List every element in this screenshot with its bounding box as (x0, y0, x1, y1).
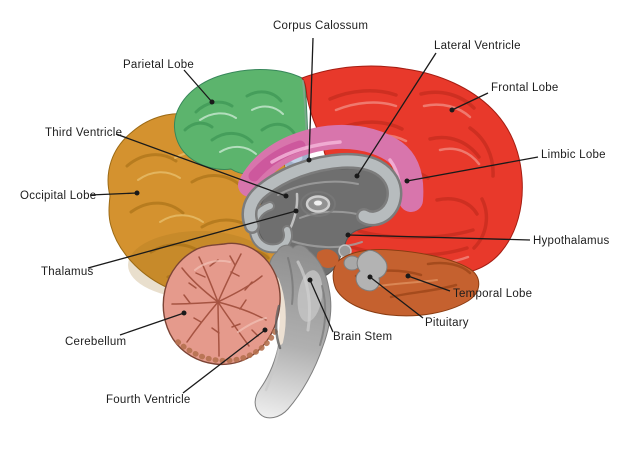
cerebellum-highlights (194, 259, 267, 333)
label-corpus-calossum: Corpus Calossum (273, 20, 369, 32)
leader-dot-lateral-ventricle (354, 173, 360, 179)
leader-line-thalamus (87, 210, 297, 269)
label-parietal-lobe: Parietal Lobe (123, 59, 195, 71)
thalamus-outline (300, 191, 336, 217)
region-brain-stem (254, 244, 332, 419)
leader-dot-parietal-lobe (209, 99, 215, 105)
parietal-gyri-highlights (199, 105, 284, 155)
leader-line-cerebellum (119, 312, 185, 336)
leader-line-hypothalamus (347, 234, 531, 241)
leader-line-occipital-lobe (89, 192, 138, 196)
leader-dot-pituitary (367, 274, 373, 280)
leader-line-lateral-ventricle (356, 52, 437, 177)
label-hypothalamus: Hypothalamus (533, 235, 610, 247)
fourth-ventricle-crevice (274, 304, 282, 350)
pituitary-gland (355, 249, 388, 292)
leader-dot-temporal-lobe (405, 273, 411, 279)
leader-line-limbic-lobe (406, 156, 539, 182)
leader-dot-frontal-lobe (449, 107, 455, 113)
leader-line-temporal-lobe (407, 275, 451, 292)
leader-line-parietal-lobe (183, 69, 213, 103)
leader-dot-occipital-lobe (134, 190, 140, 196)
label-third-ventricle: Third Ventricle (45, 127, 123, 139)
leader-dot-fourth-ventricle (262, 327, 268, 333)
label-lateral-ventricle: Lateral Ventricle (434, 40, 521, 52)
leader-line-frontal-lobe (451, 92, 489, 111)
label-frontal-lobe: Frontal Lobe (491, 82, 559, 94)
region-cerebellum (162, 242, 281, 366)
label-cerebellum: Cerebellum (65, 336, 127, 348)
leader-line-pituitary (369, 276, 424, 319)
arbor-vitae-branches (171, 253, 267, 357)
leader-dot-third-ventricle (283, 193, 289, 199)
leader-dot-thalamus (293, 208, 299, 214)
leader-line-brain-stem (309, 279, 334, 333)
label-pituitary: Pituitary (425, 317, 469, 329)
leader-line-fourth-ventricle (182, 329, 266, 394)
label-thalamus: Thalamus (41, 266, 94, 278)
leader-dot-cerebellum (181, 310, 187, 316)
leader-line-corpus-calossum (308, 37, 314, 161)
leader-dot-hypothalamus (345, 232, 351, 238)
label-brain-stem: Brain Stem (333, 331, 393, 343)
interventricular-foramen (313, 199, 323, 207)
region-pituitary (343, 249, 388, 292)
leader-dot-limbic-lobe (404, 178, 410, 184)
leader-dot-brain-stem (307, 277, 313, 283)
limbic-magenta-accent (248, 140, 306, 182)
temporal-sliver (316, 249, 339, 268)
cerebellum-fringe (175, 324, 280, 364)
label-temporal-lobe: Temporal Lobe (453, 288, 533, 300)
leader-dot-corpus-calossum (306, 157, 312, 163)
label-fourth-ventricle: Fourth Ventricle (106, 394, 191, 406)
label-limbic-lobe: Limbic Lobe (541, 149, 606, 161)
parietal-gyri-creases (183, 90, 296, 144)
label-occipital-lobe: Occipital Lobe (20, 190, 97, 202)
annotations-layer (87, 37, 539, 394)
leader-line-third-ventricle (115, 133, 287, 197)
